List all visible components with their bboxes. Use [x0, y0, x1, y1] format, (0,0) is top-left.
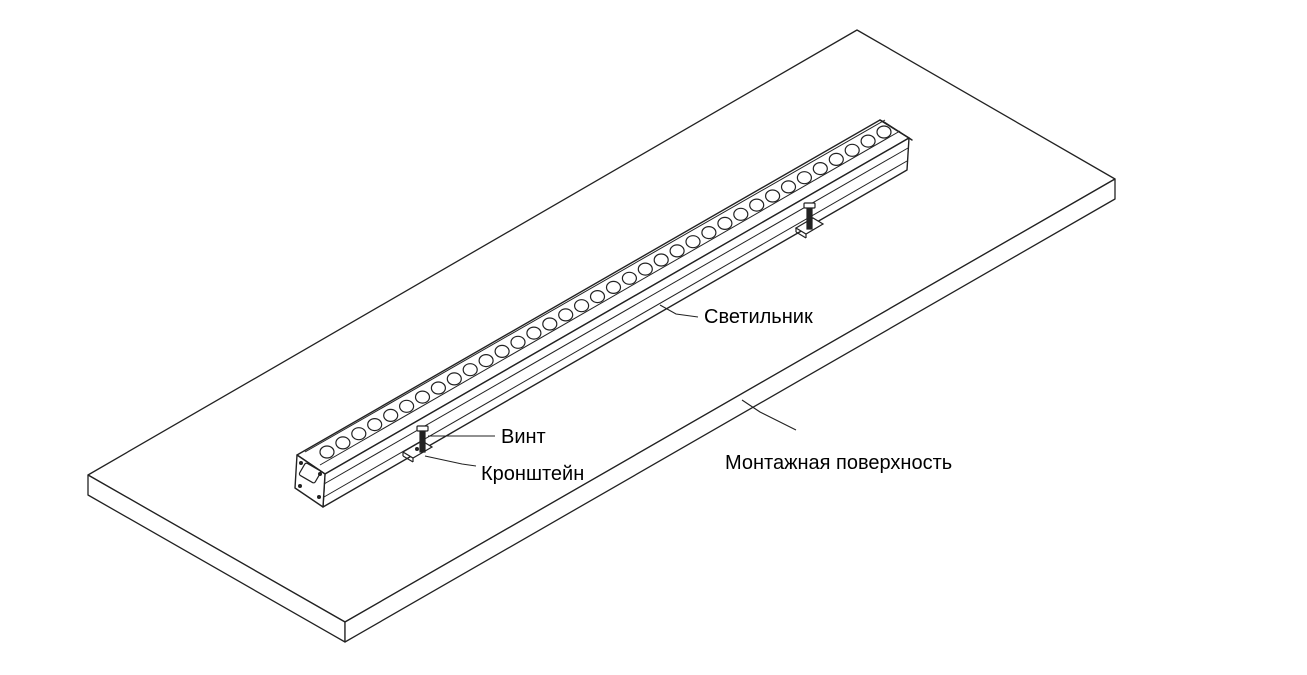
lens-border-line	[304, 119, 886, 453]
screw-shank	[806, 206, 813, 230]
led-lens	[876, 125, 892, 139]
bracket-hole	[415, 447, 419, 451]
led-lens	[573, 299, 590, 313]
end-cap-connector	[298, 462, 322, 484]
lens-border-line	[319, 130, 901, 466]
luminaire-far-cap	[879, 119, 913, 141]
led-lens	[542, 317, 558, 331]
bracket-edge	[402, 455, 414, 463]
led-lens	[558, 308, 574, 322]
led-lens	[367, 418, 383, 432]
led-lens	[383, 408, 399, 422]
label-bracket: Кронштейн	[481, 463, 585, 485]
screw-head	[416, 425, 429, 432]
led-lens	[637, 262, 653, 276]
led-lens	[319, 445, 335, 459]
led-lens	[764, 189, 781, 203]
led-lens	[860, 134, 876, 148]
led-lens	[510, 335, 526, 349]
led-lens	[462, 363, 478, 377]
label-mounting-surface: Монтажная поверхность	[725, 452, 953, 474]
end-cap-screw	[318, 472, 322, 476]
led-lens	[430, 381, 446, 395]
led-lens	[589, 290, 606, 304]
led-lens	[399, 399, 415, 413]
led-lens	[844, 143, 860, 157]
label-fixture: Светильник	[704, 306, 813, 328]
led-lens	[733, 207, 749, 221]
led-lens	[812, 162, 828, 176]
leader-line-bracket	[424, 455, 477, 467]
screw-far	[803, 202, 816, 230]
led-lens	[669, 244, 685, 258]
led-lens	[749, 198, 765, 212]
led-lens	[351, 427, 367, 441]
screw-head	[803, 202, 816, 209]
led-lens	[828, 152, 844, 166]
led-lens	[446, 372, 462, 386]
led-lens	[494, 344, 510, 358]
leader-line-fixture	[659, 304, 699, 318]
leader-line-surface	[741, 399, 797, 431]
luminaire	[294, 119, 913, 508]
leader-lines	[424, 304, 797, 467]
led-row	[319, 125, 892, 459]
led-lens	[414, 390, 431, 404]
bracket-edge	[795, 231, 807, 239]
screw-near	[416, 425, 429, 453]
led-lens	[335, 436, 351, 450]
led-lens	[605, 280, 622, 294]
led-lens	[685, 235, 701, 249]
led-lens	[653, 253, 669, 267]
led-lens	[701, 226, 717, 240]
led-lens	[526, 326, 542, 340]
end-cap-screw	[298, 484, 302, 488]
led-lens	[717, 216, 733, 230]
end-cap-screw	[317, 495, 321, 499]
led-lens	[796, 171, 813, 185]
screw-shank	[419, 429, 426, 453]
mounting-surface-side-edge	[344, 178, 1116, 643]
label-screw: Винт	[501, 426, 546, 448]
led-lens	[621, 271, 638, 285]
led-lens	[780, 180, 797, 194]
end-cap-screw	[299, 461, 303, 465]
led-lens	[478, 354, 494, 368]
